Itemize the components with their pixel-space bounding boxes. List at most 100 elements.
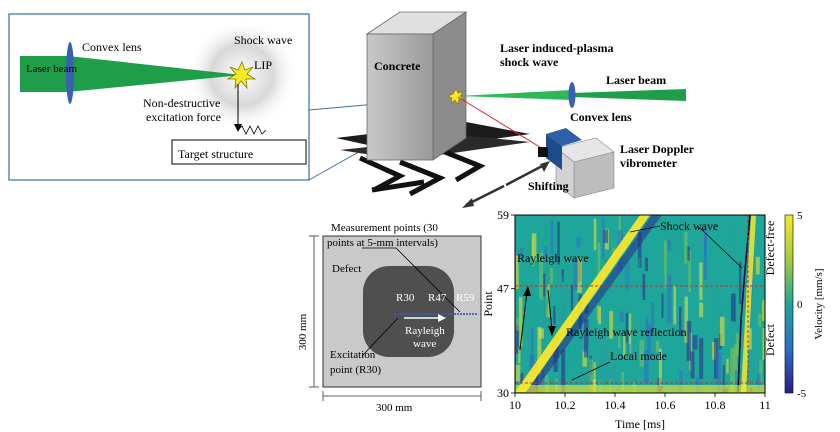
region-defect: Defect <box>763 323 777 356</box>
heatmap-cell <box>543 298 549 349</box>
heatmap-cell <box>646 323 652 355</box>
heatmap-cell <box>639 309 642 331</box>
heatmap-cell <box>672 231 677 256</box>
concrete-side <box>432 11 467 161</box>
rayleigh-wave-annotation: Rayleigh wave <box>517 251 589 265</box>
heatmap-cell <box>573 258 578 291</box>
arrival-band <box>741 215 756 392</box>
ldv-label-2: vibrometer <box>620 156 678 170</box>
heatmap-cell <box>727 220 731 260</box>
heatmap-cell <box>758 313 762 327</box>
heatmap-cell <box>584 319 589 358</box>
apparatus-laser-label: Laser beam <box>606 73 666 87</box>
heatmap-cell <box>572 345 576 370</box>
heatmap-cell <box>659 329 664 344</box>
heatmap-cell <box>530 327 534 362</box>
inset-shock-wave-label: Shock wave <box>234 33 292 47</box>
heatmap-cell <box>543 273 546 297</box>
colorbar <box>784 214 794 394</box>
rayleigh-label-2: wave <box>413 338 436 350</box>
rayleigh-annotation-head <box>523 286 531 296</box>
inset-excitation-label-1: Non-destructive <box>143 96 220 110</box>
reflection-annotation-arrow <box>547 289 553 331</box>
heatmap-cell <box>520 255 526 266</box>
inset-laser-source <box>20 56 68 92</box>
heatmap-cell <box>545 375 549 393</box>
y-tick-label: 47 <box>497 282 509 296</box>
heatmap-cell <box>722 365 725 393</box>
heatmap-cell <box>663 240 667 289</box>
heatmap-frame <box>514 214 766 394</box>
heatmap-cell <box>713 338 719 379</box>
heatmap-cell <box>695 378 701 393</box>
defect-label: Defect <box>332 263 361 275</box>
x-tick-label: 10.6 <box>655 398 676 412</box>
heatmap-cell <box>550 219 554 255</box>
plasma-label-1: Laser induced-plasma <box>500 41 613 55</box>
shift-arrow-right-shaft <box>505 162 547 187</box>
heatmap-cell <box>518 347 521 364</box>
r59-label: R59 <box>456 292 475 304</box>
inset-target-box <box>171 139 307 165</box>
heatmap-cell <box>625 312 628 343</box>
heatmap-cell <box>556 264 560 280</box>
heatmap-cell <box>515 325 520 354</box>
concrete-front <box>366 33 434 161</box>
heatmap-cell <box>557 221 560 265</box>
x-tick-label: 10 <box>509 398 521 412</box>
heatmap-cell <box>712 219 716 230</box>
heatmap-cell <box>671 230 674 241</box>
heatmap-cell <box>515 364 521 382</box>
heatmap-cell <box>651 301 654 337</box>
heatmap-cell <box>576 236 581 248</box>
reflection-annotation: Rayleigh wave reflection <box>566 325 687 339</box>
heatmap-cell <box>593 362 596 386</box>
heatmap-cell <box>679 370 683 393</box>
x-tick-label: 11 <box>759 398 771 412</box>
heatmap-cell <box>716 351 722 393</box>
heatmap-cell <box>661 293 664 318</box>
heatmap-cell <box>655 340 660 352</box>
inset-force-arrowhead <box>234 124 242 132</box>
r30-label: R30 <box>396 292 415 304</box>
heatmap-cell <box>639 340 645 367</box>
heatmap-cell <box>686 320 692 361</box>
local-mode-leader <box>571 361 611 381</box>
heatmap-cell <box>561 269 564 282</box>
heatmap-cell <box>714 289 720 320</box>
heatmap-cell <box>515 255 519 290</box>
heatmap-cell <box>642 273 646 300</box>
heatmap-cell <box>561 349 566 393</box>
heatmap-cell <box>638 257 641 299</box>
apparatus-laser-source <box>572 89 686 101</box>
heatmap-cell <box>621 371 625 391</box>
heatmap-cell <box>618 336 621 349</box>
mp-label-2: points at 5-mm intervals) <box>327 237 438 249</box>
heatmap-cell <box>538 328 544 339</box>
apparatus-convex-lens <box>568 82 576 108</box>
heatmap-cell <box>537 326 542 375</box>
heatmap-cell <box>667 239 672 251</box>
ldv-label-1: Laser Doppler <box>620 142 695 156</box>
x-tick-label: 10.8 <box>705 398 726 412</box>
x-tick-label: 10.4 <box>605 398 626 412</box>
colorbar-tick-min: -5 <box>797 388 807 400</box>
mp-leader-diag <box>395 247 461 313</box>
height-label: 300 mm <box>297 313 309 350</box>
region-defect-free: Defect-free <box>763 221 777 276</box>
x-axis-label: Time [ms] <box>615 417 665 431</box>
inset-spring <box>237 125 267 135</box>
heatmap-cell <box>739 262 742 304</box>
heatmap-chart: Shock wave Rayleigh wave Rayleigh wave r… <box>481 208 825 431</box>
heatmap-cell <box>625 246 629 295</box>
heatmap-cell <box>544 246 548 262</box>
heatmap-cell <box>757 374 761 393</box>
heatmap-cell <box>623 334 626 357</box>
heatmap-cell <box>610 354 616 393</box>
inset-lip-burst <box>226 61 257 90</box>
heatmap-cell <box>597 242 601 275</box>
heatmap-cell <box>762 328 765 360</box>
shock-leader-1 <box>629 225 661 233</box>
heatmap-cell <box>762 300 765 322</box>
